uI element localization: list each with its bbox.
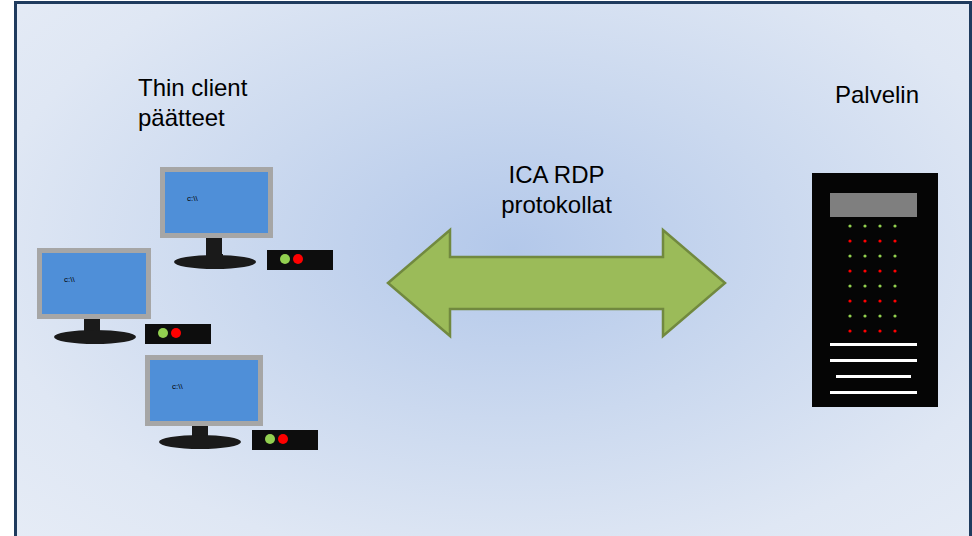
thin-client-box (267, 250, 333, 270)
client-group: Thin client päätteet c:\\ c:\\ c:\\ (25, 15, 385, 455)
monitor-stand (174, 236, 256, 269)
group-heading: Thin client päätteet (138, 73, 288, 133)
thin-client-box (145, 324, 211, 344)
monitor-stand (54, 317, 136, 344)
double-arrow (388, 230, 725, 336)
monitor-screen: c:\\ (145, 355, 263, 426)
screen-prompt: c:\\ (187, 194, 198, 204)
monitor-stand (159, 424, 241, 449)
monitor-screen: c:\\ (160, 167, 273, 238)
server-group: Palvelin (728, 60, 960, 420)
group-heading: Palvelin (835, 80, 955, 110)
server-tower (812, 173, 938, 407)
monitor-screen: c:\\ (37, 248, 151, 319)
screen-prompt: c:\\ (172, 382, 183, 392)
screen-prompt: c:\\ (64, 275, 75, 285)
protocol-label: ICA RDP protokollat (467, 160, 647, 220)
thin-client-box (252, 430, 318, 450)
